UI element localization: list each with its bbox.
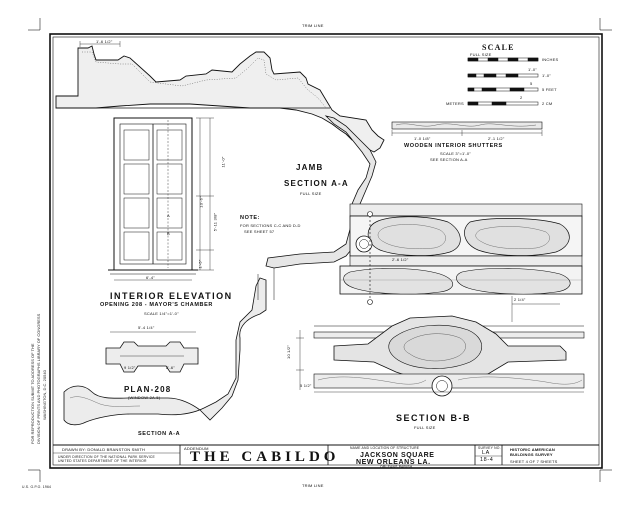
plan-subtitle: (WINDOW 2A-5): [128, 395, 161, 400]
location-line-2: NEW ORLEANS LA.: [356, 459, 431, 466]
dim-shutter-left: 1'-0 1/8": [414, 136, 431, 141]
plan-208-drawing: [105, 331, 199, 373]
agency-line-1: UNDER DIRECTION OF THE NATIONAL PARK SER…: [58, 455, 155, 459]
scale-row-3-suffix: 5 FEET: [542, 87, 557, 92]
cornice-profile: [55, 41, 385, 153]
dim-shutter-right: 2'-1 1/2": [488, 136, 505, 141]
section-bb-title: SECTION B-B: [396, 413, 471, 423]
trim-marks: [28, 18, 612, 482]
dim-sec-b: 5 1/2": [300, 383, 312, 388]
dim-top: 1'-6 1/2": [96, 39, 113, 44]
plan-title: PLAN-208: [124, 385, 172, 394]
habs-line-2: BUILDINGS SURVEY: [510, 452, 553, 457]
shutter-sections-drawing: [339, 203, 583, 295]
scale-row-4-suffix: 2 CM: [542, 101, 553, 106]
drawn-by: DRAWN BY: DONALD BRANSTON SMITH: [62, 447, 146, 452]
section-aa-title: SECTION A-A: [138, 431, 181, 437]
scale-row-3-end: 5: [530, 81, 533, 86]
jamb-scale: FULL SIZE: [300, 191, 322, 196]
dim-sec-b2: 2 1/4": [514, 297, 526, 302]
habs-line-1: HISTORIC AMERICAN: [510, 447, 555, 452]
survey-no-1: LA: [482, 450, 490, 456]
shutters-title: WOODEN INTERIOR SHUTTERS: [404, 143, 503, 149]
note-title: NOTE:: [240, 215, 261, 221]
dim-jamb-v: 10 1/2": [285, 345, 291, 359]
shutters-scale: SCALE 3"=1'-0": [440, 151, 471, 156]
section-bb-scale: FULL SIZE: [414, 425, 436, 430]
shutter-strip: [391, 121, 543, 136]
side-note-1: FOR REPRODUCTION SUBMIT TO ADDRESS OF TH…: [30, 343, 35, 444]
scale-bars: [467, 57, 539, 106]
dim-elev-width: 6'-4": [146, 275, 155, 280]
scale-row-4-end: 2: [520, 95, 523, 100]
agency-line-2: UNITED STATES DEPARTMENT OF THE INTERIOR: [58, 459, 147, 463]
dim-elev-h3: 10'-6": [198, 196, 204, 208]
location-line-1: JACKSON SQUARE: [360, 452, 435, 459]
location-line-3: ORLEANS PARISH: [380, 465, 413, 469]
dim-plan-b: 2'-6": [166, 365, 175, 370]
addendum-label: ADDENDUM: [184, 446, 209, 451]
outer-border: [49, 33, 603, 469]
shutters-see-section: SEE SECTION A-A: [430, 157, 468, 162]
trim-line-bottom-label: TRIM LINE: [302, 483, 324, 488]
elev-mark-b: B: [167, 231, 170, 236]
dim-elev-h1: 11'-0": [220, 156, 226, 168]
jamb-section-title: SECTION A-A: [284, 179, 349, 188]
scale-row-2-end: 1'-0": [528, 67, 537, 72]
note-line-1: FOR SECTIONS C-C AND D-D: [240, 223, 301, 228]
note-line-2: SEE SHEET 57: [244, 229, 275, 234]
building-name: THE CABILDO: [190, 449, 340, 465]
side-note-2: DIVISION OF PRINTS AND PHOTOGRAPHS LIBRA…: [36, 313, 41, 444]
dim-plan-top: 5'-4 1/4": [138, 325, 155, 330]
location-heading: NAME AND LOCATION OF STRUCTURE: [350, 446, 420, 450]
trim-line-top-label: TRIM LINE: [302, 23, 324, 28]
dim-plan-a: 9 1/2": [124, 365, 136, 370]
scale-row-1-unit: FULL SIZE: [470, 52, 492, 57]
elevation-door: [108, 117, 214, 281]
survey-no-label: SURVEY NO.: [478, 446, 501, 450]
scale-row-2-suffix: 1'-0": [542, 73, 551, 78]
elev-mark-a: A: [167, 213, 170, 218]
dim-jamb-width: 2'-6 1/2": [392, 257, 409, 262]
dim-elev-h2: 5'-11 3/8": [212, 212, 218, 232]
title-block-frame: [53, 444, 599, 465]
section-bb-drawing: [296, 296, 585, 397]
survey-no-2: 18-4: [480, 457, 494, 463]
scale-row-1-suffix: INCHES: [542, 57, 559, 62]
jamb-title: JAMB: [296, 163, 324, 172]
elevation-subtitle: OPENING 208 - MAYOR'S CHAMBER: [100, 302, 213, 308]
scale-title: SCALE: [482, 43, 515, 52]
section-aa-drawing: [63, 277, 267, 426]
sheet-number: SHEET 4 OF 7 SHEETS: [510, 459, 558, 464]
section-markers: [367, 211, 373, 305]
inner-border: [52, 36, 600, 466]
elevation-scale: SCALE 1/4"=1'-0": [144, 311, 179, 316]
elevation-title: INTERIOR ELEVATION: [110, 291, 233, 301]
scale-row-4-unit: METERS: [446, 101, 464, 106]
corner-mark: U.S. G.P.O. 1964: [22, 485, 52, 489]
side-note-3: WASHINGTON, D.C. 20540: [42, 370, 47, 420]
dim-elev-h4: 1'-5": [197, 259, 203, 269]
